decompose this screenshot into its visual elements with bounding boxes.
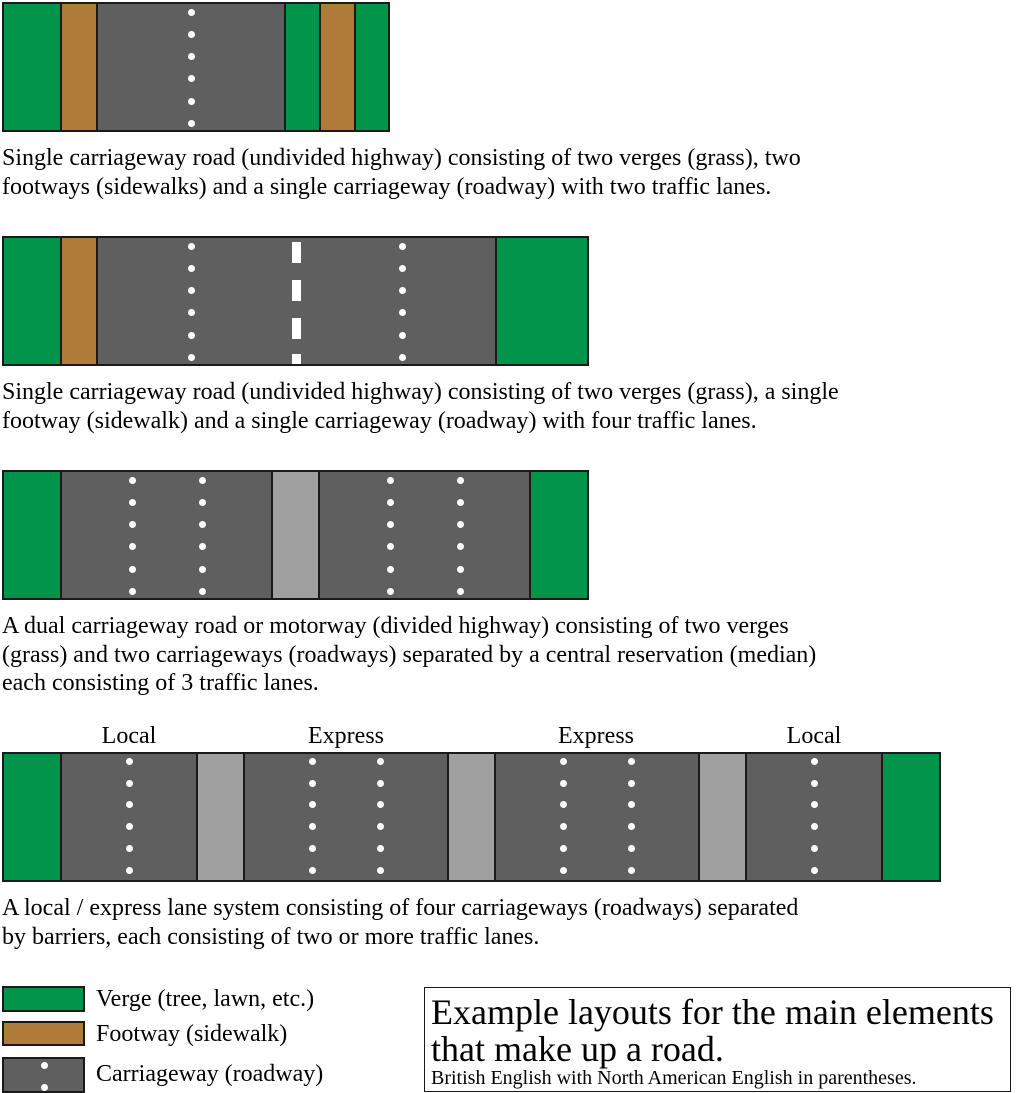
caption-line: Single carriageway road (undivided highw… — [2, 379, 839, 405]
caption-line: each consisting of 3 traffic lanes. — [2, 670, 319, 696]
caption-line: Single carriageway road (undivided highw… — [2, 145, 801, 171]
verge-right — [529, 470, 589, 600]
footway — [60, 236, 98, 366]
verge-right — [495, 236, 589, 366]
legend-label-carriageway: Carriageway (roadway) — [96, 1061, 324, 1087]
label-express-right: Express — [558, 723, 634, 749]
verge-right — [354, 2, 390, 132]
verge-right — [881, 752, 941, 882]
legend-label-verge: Verge (tree, lawn, etc.) — [96, 986, 315, 1012]
diagram-local-express-system — [2, 752, 941, 882]
verge-left — [2, 2, 62, 132]
verge-left — [2, 470, 62, 600]
caption-diagram-1: Single carriageway road (undivided highw… — [2, 144, 801, 201]
caption-diagram-4: A local / express lane system consisting… — [2, 894, 798, 951]
title-line-2: that make up a road. — [431, 1029, 724, 1069]
caption-line: (grass) and two carriageways (roadways) … — [2, 641, 817, 668]
diagram-dual-carriageway — [2, 470, 589, 600]
express-carriageway-left — [243, 752, 449, 882]
caption-diagram-2: Single carriageway road (undivided highw… — [2, 378, 839, 435]
footway-right — [319, 2, 356, 132]
verge-middle — [284, 2, 321, 132]
local-carriageway-left — [60, 752, 198, 882]
caption-line: by barriers, each consisting of two or m… — [2, 923, 540, 950]
caption-line: A dual carriageway road or motorway (div… — [2, 613, 789, 639]
verge-left — [2, 236, 62, 366]
title: Example layouts for the main elements th… — [431, 994, 994, 1068]
label-local-left: Local — [101, 723, 157, 749]
legend-label-footway: Footway (sidewalk) — [96, 1021, 288, 1047]
subtitle: British English with North American Engl… — [431, 1067, 917, 1089]
caption-line: A local / express lane system consisting… — [2, 895, 799, 921]
legend-swatch-verge — [2, 986, 85, 1012]
barrier-2 — [447, 752, 496, 882]
caption-line: footways (sidewalks) and a single carria… — [2, 173, 772, 200]
legend-swatch-carriageway — [2, 1057, 85, 1093]
carriageway — [96, 236, 497, 366]
central-reservation — [271, 470, 320, 600]
express-carriageway-right — [494, 752, 700, 882]
diagram-single-carriageway-four-lanes — [2, 236, 589, 366]
barrier-3 — [698, 752, 747, 882]
title-box: Example layouts for the main elements th… — [424, 987, 1011, 1092]
verge-left — [2, 752, 62, 882]
title-line-1: Example layouts for the main elements — [431, 992, 994, 1032]
label-local-right: Local — [786, 723, 842, 749]
carriageway — [96, 2, 286, 132]
caption-diagram-3: A dual carriageway road or motorway (div… — [2, 612, 816, 698]
footway-left — [60, 2, 98, 132]
label-express-left: Express — [308, 723, 384, 749]
caption-line: footway (sidewalk) and a single carriage… — [2, 407, 757, 434]
legend-swatch-footway — [2, 1021, 85, 1046]
barrier-1 — [196, 752, 245, 882]
diagram-single-carriageway-two-lanes — [2, 2, 390, 132]
carriageway-left — [60, 470, 273, 600]
local-carriageway-right — [745, 752, 883, 882]
carriageway-right — [318, 470, 531, 600]
